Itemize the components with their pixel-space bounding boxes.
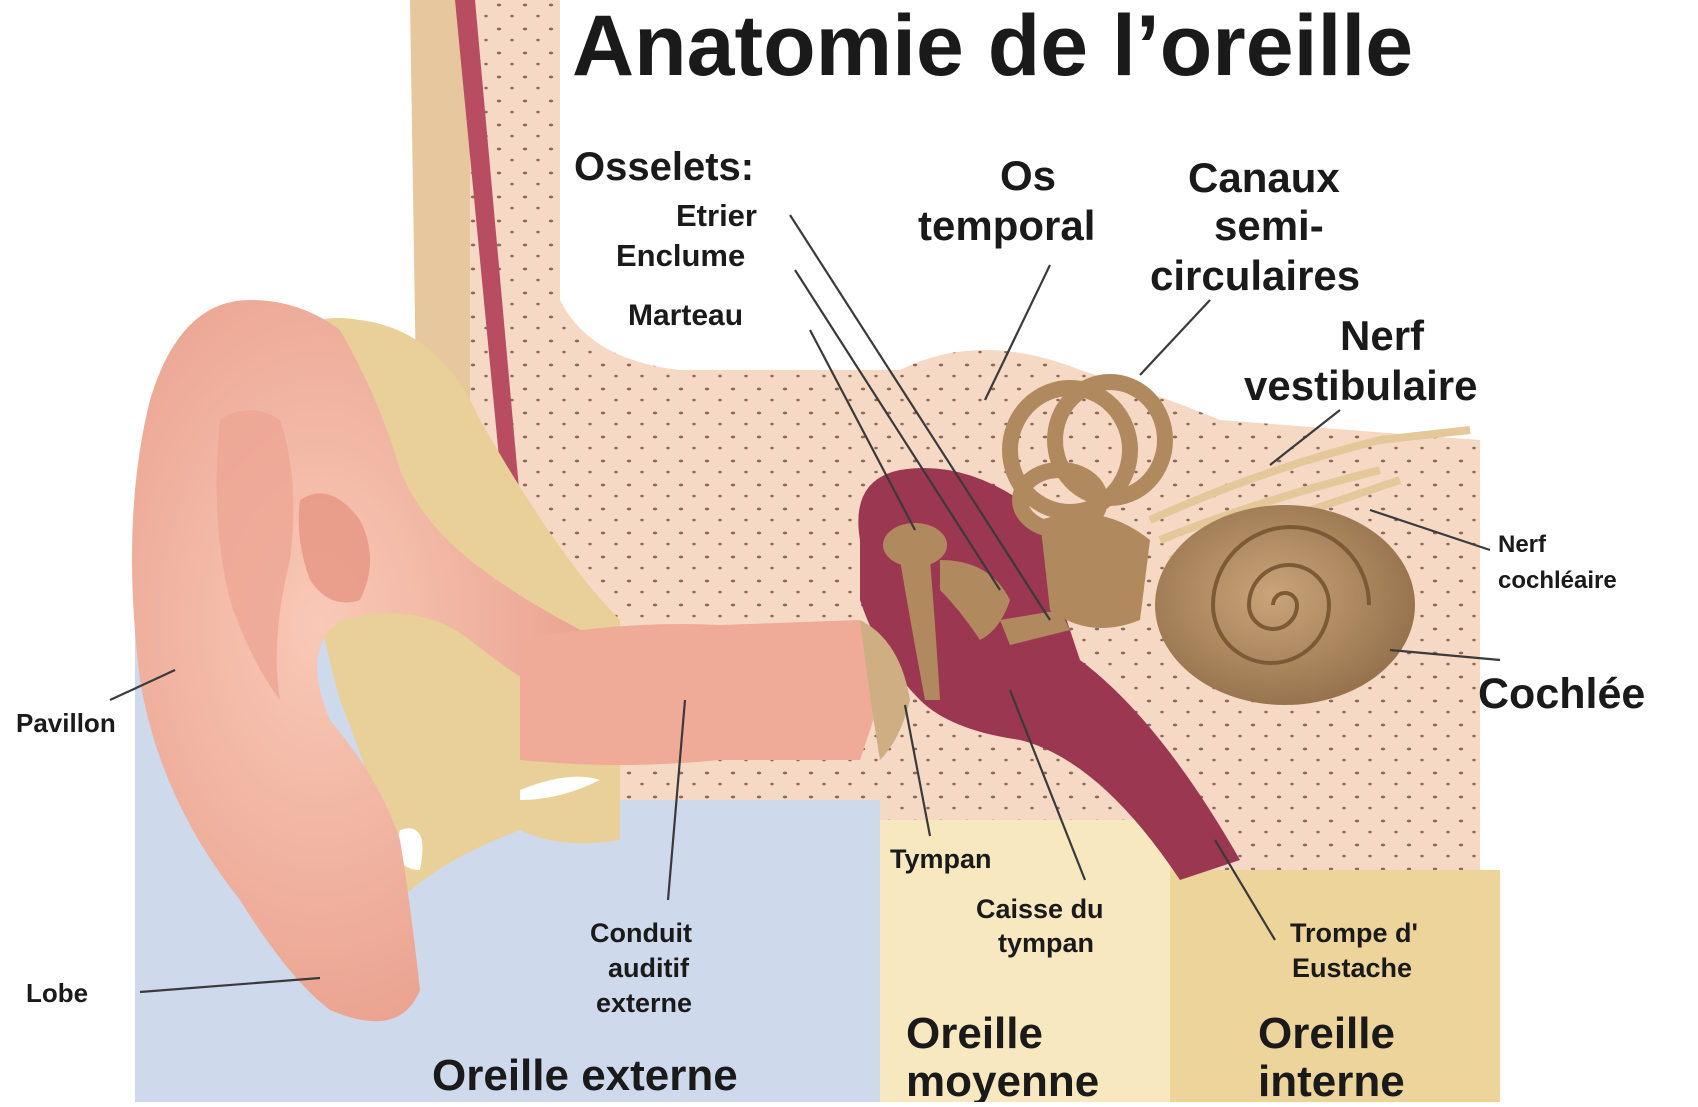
label-os-temporal-2: temporal — [918, 202, 1095, 249]
label-nerf-cochleaire-1: Nerf — [1498, 531, 1547, 558]
label-enclume: Enclume — [616, 238, 745, 273]
label-canaux-3: circulaires — [1150, 252, 1360, 299]
label-osselets: Osselets: — [574, 145, 754, 189]
label-lobe: Lobe — [26, 978, 88, 1008]
label-trompe-2: Eustache — [1292, 953, 1412, 983]
ear-canal — [520, 620, 880, 765]
region-middle-ear-1: Oreille — [906, 1009, 1043, 1058]
label-canaux-1: Canaux — [1188, 154, 1340, 201]
region-inner-ear-1: Oreille — [1258, 1009, 1395, 1058]
label-cochlee: Cochlée — [1478, 670, 1645, 718]
label-caisse-1: Caisse du — [976, 894, 1104, 924]
label-etrier: Etrier — [676, 198, 757, 233]
label-pavillon: Pavillon — [16, 708, 116, 738]
label-os-temporal-1: Os — [1000, 152, 1056, 199]
label-caisse-2: tympan — [998, 928, 1094, 958]
label-conduit-1: Conduit — [590, 918, 692, 948]
label-conduit-3: externe — [596, 988, 692, 1018]
diagram-title: Anatomie de l’oreille — [572, 0, 1413, 94]
label-canaux-2: semi- — [1214, 202, 1324, 249]
label-nerf-cochleaire-2: cochléaire — [1498, 567, 1617, 594]
label-marteau: Marteau — [628, 299, 743, 332]
cochlea — [1155, 505, 1415, 705]
label-nerf-vestibulaire-2: vestibulaire — [1244, 362, 1477, 409]
label-conduit-2: auditif — [608, 953, 690, 983]
region-outer-ear: Oreille externe — [432, 1051, 738, 1100]
region-inner-ear-2: interne — [1258, 1057, 1405, 1102]
region-middle-ear-2: moyenne — [906, 1057, 1099, 1102]
label-tympan: Tympan — [890, 844, 992, 874]
label-nerf-vestibulaire-1: Nerf — [1340, 312, 1425, 359]
label-trompe-1: Trompe d' — [1290, 918, 1418, 948]
